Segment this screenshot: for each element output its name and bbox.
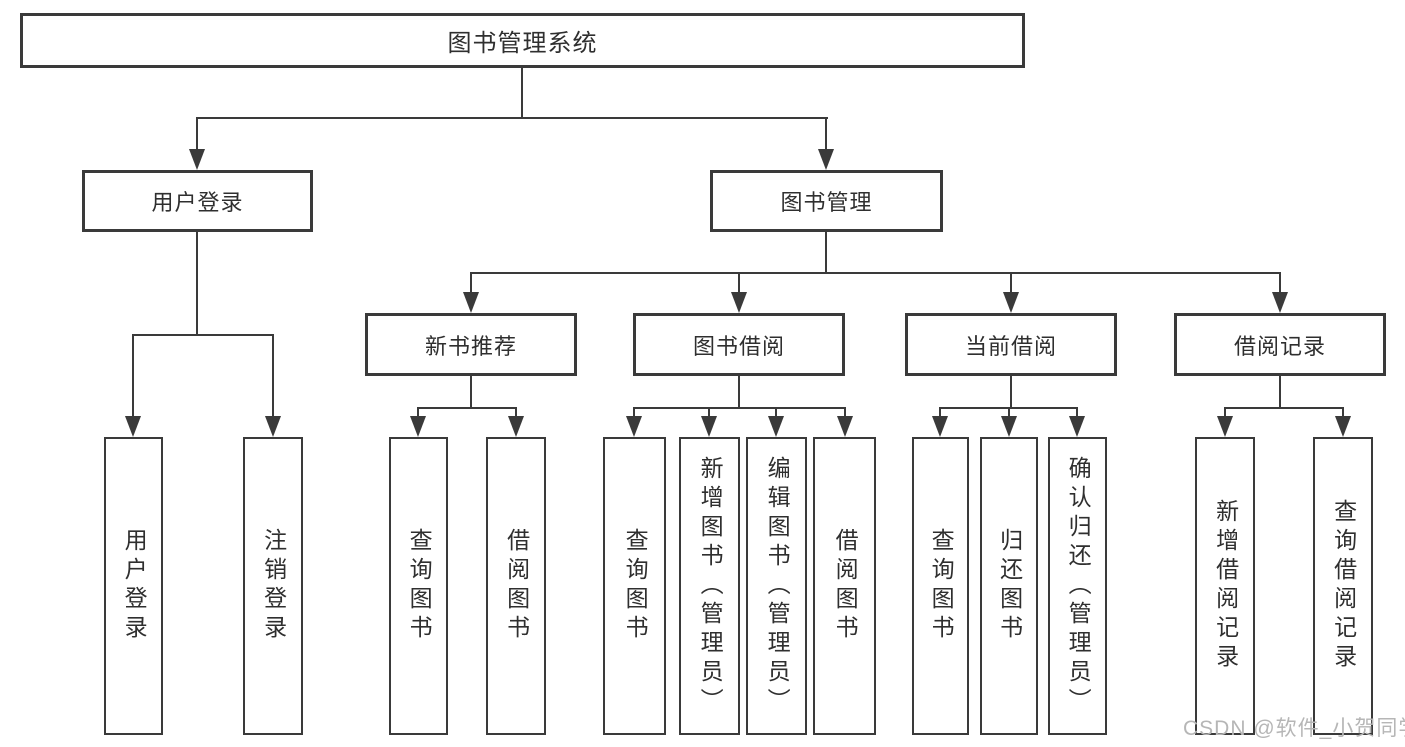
leaf-label: 归还图书 — [996, 528, 1023, 644]
node-user-login: 用户登录 — [82, 170, 313, 232]
connector-line — [1225, 407, 1343, 409]
node-label: 当前借阅 — [964, 333, 1057, 359]
node-current-borrow: 当前借阅 — [905, 313, 1117, 376]
csdn-watermark: CSDN @软件_小贺同学 — [1183, 717, 1405, 740]
arrow-down-icon — [463, 292, 479, 313]
node-label: 借阅记录 — [1233, 333, 1326, 359]
connector-line — [1010, 272, 1012, 294]
arrow-down-icon — [125, 416, 141, 437]
node-label: 图书借阅 — [692, 333, 785, 359]
connector-line — [196, 117, 198, 151]
leaf-label: 查询图书 — [406, 528, 433, 644]
node-label: 用户登录 — [151, 190, 244, 215]
arrow-down-icon — [626, 416, 642, 437]
arrow-down-icon — [1003, 292, 1019, 313]
connector-line — [738, 376, 740, 409]
connector-line — [634, 407, 846, 409]
node-label: 图书管理系统 — [447, 30, 598, 57]
connector-line — [417, 407, 419, 418]
arrow-down-icon — [768, 416, 784, 437]
leaf-label: 新增图书（管理员） — [697, 455, 724, 717]
connector-line — [825, 117, 827, 151]
node-book-borrow: 图书借阅 — [633, 313, 845, 376]
connector-line — [470, 376, 472, 409]
connector-line — [470, 272, 472, 294]
connector-line — [272, 334, 274, 418]
leaf-query-book-recommend: 查询图书 — [389, 437, 448, 735]
leaf-edit-book-admin: 编辑图书（管理员） — [746, 437, 807, 735]
leaf-label: 查询图书 — [622, 528, 649, 644]
node-borrow-records: 借阅记录 — [1174, 313, 1386, 376]
arrow-down-icon — [1217, 416, 1233, 437]
connector-line — [418, 407, 517, 409]
leaf-label: 新增借阅记录 — [1212, 499, 1239, 673]
connector-line — [825, 232, 827, 274]
connector-line — [196, 232, 198, 336]
connector-line — [633, 407, 635, 418]
leaf-label: 查询图书 — [928, 528, 955, 644]
connector-line — [1008, 407, 1010, 418]
connector-line — [515, 407, 517, 418]
connector-line — [1076, 407, 1078, 418]
connector-line — [196, 117, 828, 119]
leaf-query-book-borrow: 查询图书 — [603, 437, 666, 735]
arrow-down-icon — [1272, 292, 1288, 313]
connector-line — [939, 407, 941, 418]
connector-line — [132, 334, 134, 418]
leaf-borrow-book: 借阅图书 — [813, 437, 876, 735]
leaf-add-book-admin: 新增图书（管理员） — [679, 437, 740, 735]
arrow-down-icon — [410, 416, 426, 437]
leaf-query-book-current: 查询图书 — [912, 437, 969, 735]
arrow-down-icon — [932, 416, 948, 437]
connector-line — [1279, 272, 1281, 294]
arrow-down-icon — [837, 416, 853, 437]
connector-line — [708, 407, 710, 418]
connector-line — [738, 272, 740, 294]
leaf-label: 注销登录 — [260, 528, 287, 644]
connector-line — [470, 272, 1281, 274]
leaf-label: 借阅图书 — [503, 528, 530, 644]
node-new-book-recommend: 新书推荐 — [365, 313, 577, 376]
node-label: 图书管理 — [780, 190, 873, 215]
leaf-query-borrow-record: 查询借阅记录 — [1313, 437, 1373, 735]
leaf-confirm-return-admin: 确认归还（管理员） — [1048, 437, 1107, 735]
connector-line — [1279, 376, 1281, 409]
connector-line — [1010, 376, 1012, 409]
leaf-label: 查询借阅记录 — [1330, 499, 1357, 673]
arrow-down-icon — [265, 416, 281, 437]
connector-line — [521, 68, 523, 118]
arrow-down-icon — [1001, 416, 1017, 437]
connector-line — [1342, 407, 1344, 418]
leaf-user-login: 用户登录 — [104, 437, 163, 735]
connector-line — [844, 407, 846, 418]
connector-line — [775, 407, 777, 418]
arrow-down-icon — [701, 416, 717, 437]
leaf-add-borrow-record: 新增借阅记录 — [1195, 437, 1255, 735]
connector-line — [133, 334, 274, 336]
node-library-system: 图书管理系统 — [20, 13, 1025, 68]
arrow-down-icon — [189, 149, 205, 170]
leaf-label: 用户登录 — [121, 528, 148, 644]
node-label: 新书推荐 — [424, 333, 517, 359]
node-book-management: 图书管理 — [710, 170, 943, 232]
leaf-label: 确认归还（管理员） — [1065, 455, 1092, 717]
leaf-return-book: 归还图书 — [980, 437, 1038, 735]
leaf-label: 借阅图书 — [832, 528, 859, 644]
leaf-logout: 注销登录 — [243, 437, 303, 735]
arrow-down-icon — [731, 292, 747, 313]
connector-line — [1224, 407, 1226, 418]
arrow-down-icon — [1069, 416, 1085, 437]
arrow-down-icon — [1335, 416, 1351, 437]
leaf-borrow-book-recommend: 借阅图书 — [486, 437, 546, 735]
leaf-label: 编辑图书（管理员） — [764, 455, 791, 717]
arrow-down-icon — [818, 149, 834, 170]
arrow-down-icon — [508, 416, 524, 437]
